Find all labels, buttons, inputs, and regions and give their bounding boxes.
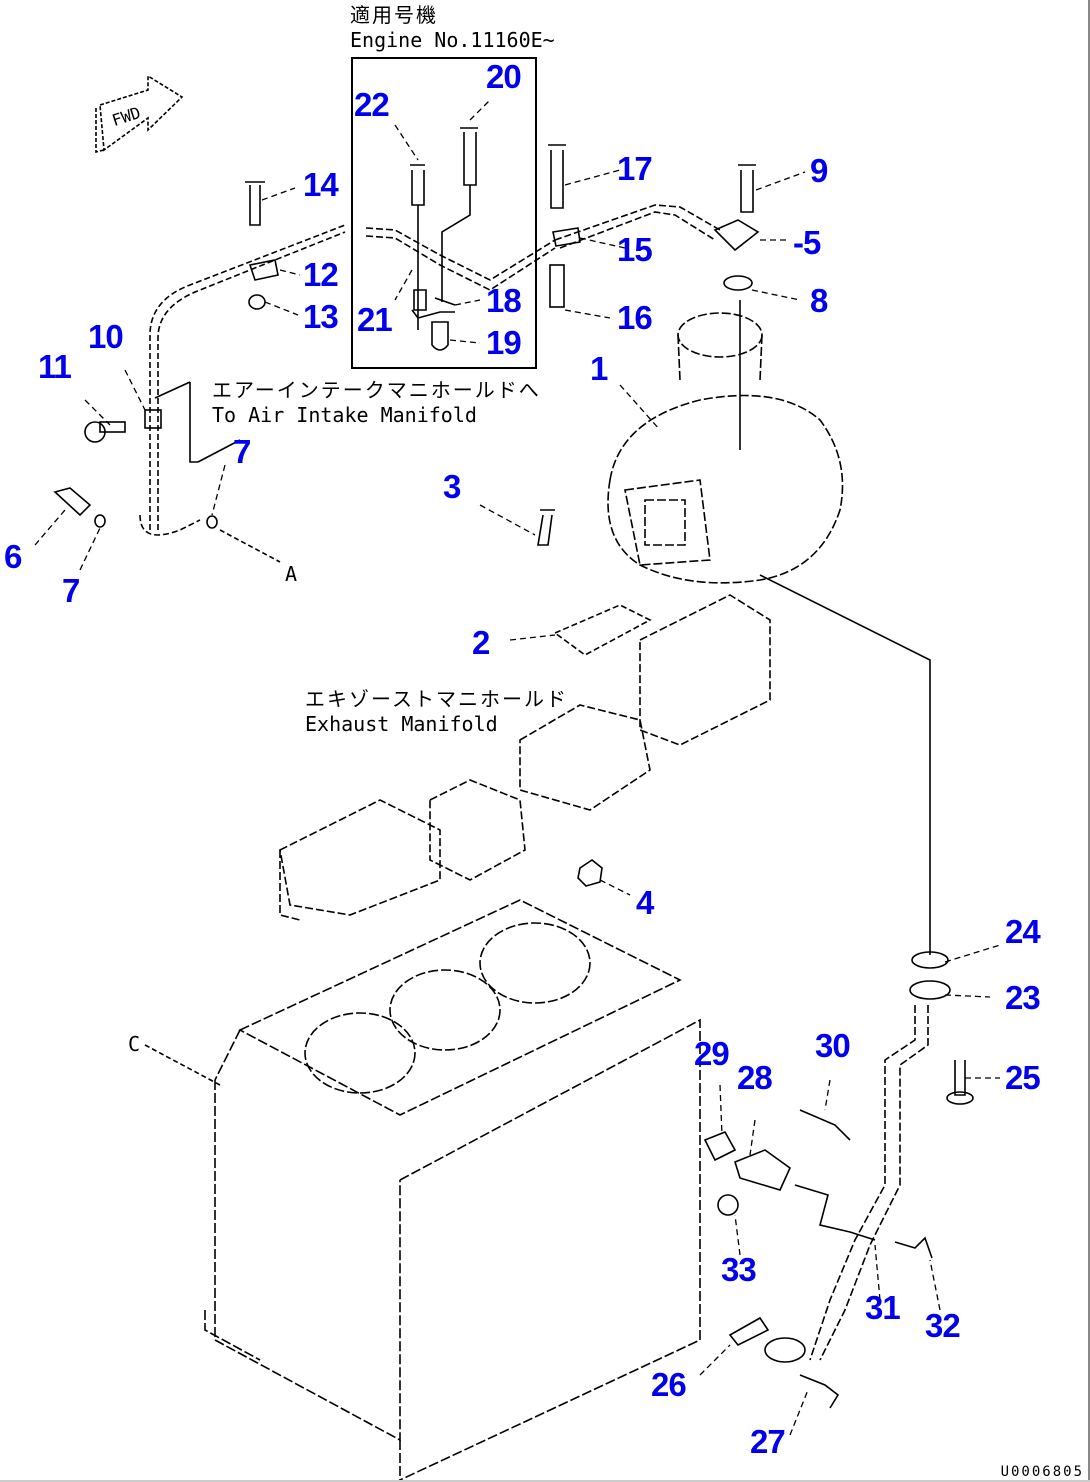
bolt-17	[548, 144, 566, 209]
bolt-32	[894, 1236, 933, 1259]
callout-18[interactable]: 18	[486, 282, 522, 319]
callout-10[interactable]: 10	[88, 318, 124, 355]
gasket-26	[728, 1316, 770, 1347]
callout-22[interactable]: 22	[354, 86, 390, 123]
pipe-clip	[144, 409, 162, 429]
air-intake-note-en: To Air Intake Manifold	[212, 403, 477, 427]
leader-1-to-24	[759, 574, 931, 955]
fitting-12	[248, 259, 279, 281]
bottom-border	[0, 1480, 1090, 1482]
spacer-16	[549, 264, 565, 308]
callout-31[interactable]: 31	[865, 1289, 901, 1326]
cylinder-block	[204, 899, 701, 1481]
bolt-25	[946, 1060, 974, 1105]
callout-27[interactable]: 27	[750, 1423, 786, 1460]
callout-11[interactable]: 11	[38, 348, 72, 385]
nut-4	[577, 859, 603, 887]
callout-12[interactable]: 12	[303, 256, 339, 293]
callout-14[interactable]: 14	[303, 166, 339, 203]
turbocharger	[607, 300, 844, 584]
callout-21[interactable]: 21	[357, 301, 393, 338]
spacer-21	[413, 289, 427, 311]
callout-7-lower[interactable]: 7	[62, 572, 80, 609]
fitting-15	[552, 227, 581, 247]
leader-lines	[34, 99, 1001, 1436]
flange-23	[909, 980, 951, 1000]
applicable-note-en: Engine No.11160E~	[350, 28, 555, 52]
callout-8[interactable]: 8	[810, 282, 828, 319]
callout-24[interactable]: 24	[1005, 913, 1041, 950]
spacer-29	[703, 1130, 737, 1162]
washer-7b	[206, 515, 218, 529]
callout-7-upper[interactable]: 7	[233, 433, 251, 470]
exhaust-manifold-note-en: Exhaust Manifold	[305, 712, 498, 736]
bolt-30	[799, 1109, 851, 1141]
inset-box	[351, 57, 537, 369]
bolt-9	[738, 164, 756, 213]
bracket-air-intake	[154, 381, 198, 463]
callout-4[interactable]: 4	[636, 884, 654, 921]
callout-32[interactable]: 32	[925, 1307, 961, 1344]
callout-33[interactable]: 33	[721, 1251, 757, 1288]
flange-5	[713, 219, 760, 252]
bolt-22	[410, 164, 425, 330]
oil-pipe-left	[139, 224, 346, 536]
callout-30[interactable]: 30	[815, 1027, 851, 1064]
bolt-11	[84, 421, 126, 443]
nut-13	[248, 294, 266, 310]
callout-20[interactable]: 20	[486, 58, 522, 95]
callout-25[interactable]: 25	[1005, 1059, 1041, 1096]
callout-1[interactable]: 1	[590, 350, 608, 387]
oil-pipe-right	[554, 204, 721, 249]
bracket-28	[734, 1149, 791, 1191]
callout-23[interactable]: 23	[1005, 979, 1041, 1016]
callout-9[interactable]: 9	[810, 152, 828, 189]
reference-marker-a: A	[285, 562, 298, 586]
gasket-8	[723, 275, 753, 291]
spacer-19	[431, 321, 449, 351]
bolt-6	[53, 487, 92, 517]
oil-return-pipe	[809, 1005, 929, 1361]
exhaust-manifold-note-jp: エキゾーストマニホールド	[305, 687, 568, 711]
arrow-a	[219, 529, 281, 563]
flange-lower	[764, 1337, 806, 1363]
callout-13[interactable]: 13	[303, 298, 339, 335]
callout-28[interactable]: 28	[737, 1059, 773, 1096]
arrow-c	[144, 1044, 221, 1086]
callout-17[interactable]: 17	[617, 150, 653, 187]
arrow-air-intake	[197, 439, 241, 463]
reference-marker-c: C	[128, 1032, 141, 1056]
clamp-31	[794, 1184, 876, 1241]
bolt-27	[799, 1374, 840, 1409]
callout-2[interactable]: 2	[472, 624, 490, 661]
exhaust-manifold	[279, 594, 771, 921]
callout-15[interactable]: 15	[617, 231, 653, 268]
callout-16[interactable]: 16	[617, 299, 653, 336]
callout-19[interactable]: 19	[486, 324, 522, 361]
callout-29[interactable]: 29	[694, 1035, 730, 1072]
callout-5[interactable]: -5	[793, 224, 821, 261]
oil-pipe-inset	[365, 227, 556, 291]
bolt-14	[245, 181, 265, 226]
applicable-note-jp: 適用号機	[350, 3, 438, 27]
callout-6[interactable]: 6	[4, 538, 22, 575]
callout-26[interactable]: 26	[651, 1366, 687, 1403]
frame-border	[1088, 0, 1090, 1482]
bolt-3	[537, 509, 555, 546]
fwd-arrow-icon	[95, 74, 184, 154]
nut-33	[717, 1194, 739, 1216]
washer-7a	[94, 514, 106, 528]
clip-18	[411, 297, 456, 319]
gasket-2	[553, 604, 652, 656]
bolt-20	[441, 127, 478, 302]
drawing-code: U0006805	[1000, 1464, 1084, 1480]
gasket-24	[911, 951, 949, 969]
air-intake-note-jp: エアーインテークマニホールドへ	[212, 378, 541, 402]
callout-3[interactable]: 3	[443, 468, 461, 505]
